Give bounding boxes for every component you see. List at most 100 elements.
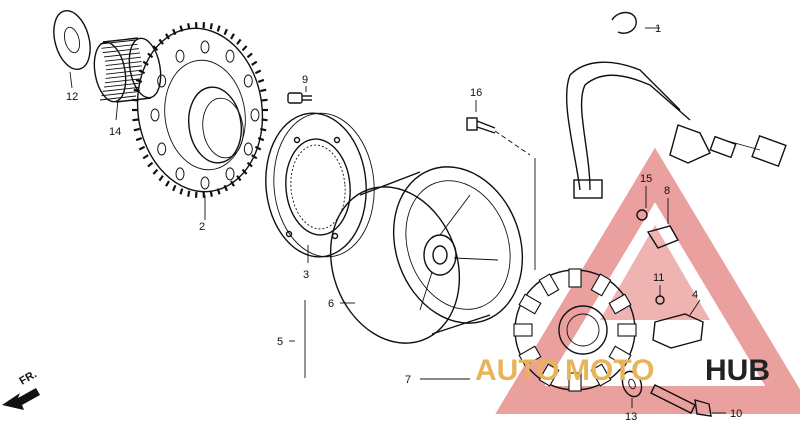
gear-tooth: [165, 180, 170, 187]
gear-tooth: [261, 118, 268, 122]
gear-tooth: [241, 45, 248, 52]
gear-tooth: [135, 78, 143, 83]
gear-tooth: [241, 168, 248, 175]
stator-pole: [590, 273, 612, 297]
gear-tooth: [179, 25, 184, 32]
gear-hole: [175, 167, 185, 181]
gear-tooth: [246, 52, 253, 59]
gear-hole: [250, 108, 260, 122]
label-part-10: 10: [730, 408, 742, 420]
gear-tooth: [138, 145, 146, 151]
gear-tooth: [165, 33, 170, 40]
gear-tooth: [216, 25, 221, 32]
stator-pole: [518, 293, 542, 315]
stator-pole: [518, 345, 542, 367]
gear-tooth: [254, 69, 262, 75]
label-part-2: 2: [199, 221, 205, 233]
gear-tooth: [142, 154, 149, 160]
stator-pole: [513, 323, 533, 337]
gear-hole: [175, 49, 185, 63]
gear-tooth: [230, 33, 235, 40]
stator-pole: [568, 268, 582, 288]
gear-tooth: [132, 118, 139, 122]
gear-tooth: [254, 145, 262, 151]
label-part-8: 8: [664, 185, 670, 197]
gear-tooth: [223, 28, 228, 36]
bolt-part-10: [650, 384, 726, 417]
gear-tooth: [142, 60, 149, 66]
label-part-6: 6: [328, 298, 334, 310]
gear-tooth: [132, 98, 139, 102]
gear-hole: [243, 74, 253, 88]
bearing-needle: [105, 61, 142, 66]
stator-pole: [590, 363, 612, 387]
gear-tooth: [236, 175, 242, 182]
bearing-needle: [104, 56, 141, 62]
gear-tooth: [209, 23, 213, 30]
gear-tooth: [251, 60, 258, 66]
label-part-5: 5: [277, 336, 283, 348]
bolt-part-16: [466, 100, 536, 270]
bearing-needle: [105, 69, 143, 75]
starter-clutch-part-3: [265, 112, 375, 263]
label-front-direction: FR.: [18, 368, 39, 387]
bearing-needle: [103, 82, 141, 88]
label-part-12: 12: [66, 91, 78, 103]
bearing-needle: [105, 65, 143, 71]
stator-pole: [538, 273, 560, 297]
gear-hole: [225, 167, 235, 181]
clamp-part-8: [646, 198, 680, 249]
gear-tooth: [152, 45, 159, 52]
gear-hole: [200, 40, 210, 54]
bolt-part-15: [636, 186, 648, 221]
watermark-logo: [495, 147, 800, 414]
stator-pole: [538, 363, 560, 387]
gear-hole: [243, 142, 253, 156]
label-part-15: 15: [640, 173, 652, 185]
bearing-needle: [101, 91, 138, 97]
watermark-part2: MOTO: [565, 354, 654, 387]
gear-tooth: [138, 69, 146, 75]
gear-tooth: [230, 180, 235, 187]
gear-tooth: [135, 137, 143, 142]
bearing-needle: [102, 86, 139, 92]
watermark-part1: AUTO: [475, 354, 559, 387]
gear-tooth: [152, 168, 159, 175]
label-part-4: 4: [692, 289, 698, 301]
washer-part-12: [53, 9, 91, 89]
gear-tooth: [209, 190, 213, 197]
clip-part-1: [611, 11, 660, 34]
gear-tooth: [251, 154, 258, 160]
gear-tooth: [257, 78, 265, 83]
gear-tooth: [179, 188, 184, 195]
gear-tooth: [187, 190, 191, 197]
needle-bearing-part-14: [93, 37, 162, 121]
gear-tooth: [172, 184, 177, 192]
label-part-14: 14: [109, 126, 121, 138]
stator-pole: [568, 372, 582, 392]
bolt-part-11: [655, 285, 665, 305]
label-part-7: 7: [405, 374, 411, 386]
assembly-bracket-part-5: [289, 300, 306, 378]
gear-hole: [157, 142, 167, 156]
label-part-9: 9: [302, 74, 308, 86]
gear-tooth: [147, 161, 154, 168]
gear-tooth: [216, 188, 221, 195]
watermark-part3: HUB: [705, 354, 770, 387]
bearing-needle: [102, 48, 139, 54]
bearing-needle: [105, 74, 142, 79]
front-direction-arrow: [2, 388, 40, 410]
label-part-1: 1: [655, 23, 661, 35]
gear-tooth: [246, 161, 253, 168]
label-part-11: 11: [653, 272, 664, 284]
gear-hole: [200, 176, 210, 190]
watermark-text: AUTO MOTO HUB: [475, 354, 770, 387]
gear-hole: [150, 108, 160, 122]
stator-part-7: [420, 61, 787, 392]
sensor-part-4: [652, 299, 704, 349]
gear-tooth: [187, 23, 191, 30]
gear-tooth: [147, 52, 154, 59]
bearing-needle: [103, 52, 141, 58]
gear-tooth: [172, 28, 177, 36]
